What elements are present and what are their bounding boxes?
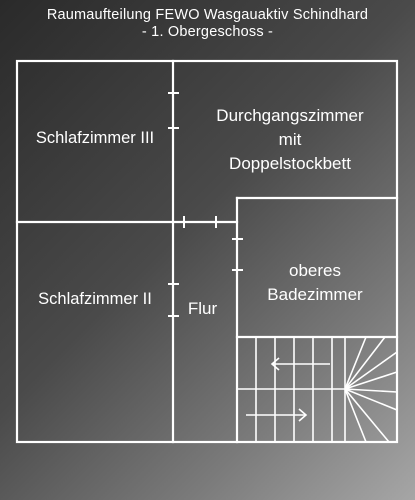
outer-wall <box>15 59 399 444</box>
plan-title: Raumaufteilung FEWO Wasgauaktiv Schindha… <box>0 7 415 41</box>
title-line-1: Raumaufteilung FEWO Wasgauaktiv Schindha… <box>46 7 369 23</box>
room-schlafzimmer-2: Schlafzimmer II <box>38 290 152 308</box>
door-markers <box>168 92 243 317</box>
staircase-icon <box>237 336 398 443</box>
bad-line-2: Badezimmer <box>267 285 363 304</box>
durchgang-line-3: Doppelstockbett <box>229 154 351 173</box>
durchgang-line-2: mit <box>278 130 302 149</box>
stair-arrow-lower <box>246 408 308 422</box>
room-schlafzimmer-3: Schlafzimmer III <box>35 129 155 147</box>
durchgang-line-1: Durchgangszimmer <box>216 106 364 125</box>
bad-line-1: oberes <box>289 261 341 280</box>
room-flur: Flur <box>187 299 218 318</box>
title-line-2: - 1. Obergeschoss - <box>141 24 274 40</box>
room-badezimmer: oberes Badezimmer <box>240 259 390 307</box>
room-durchgangszimmer: Durchgangszimmer mit Doppelstockbett <box>190 104 390 176</box>
stair-arrow-upper <box>270 357 330 371</box>
